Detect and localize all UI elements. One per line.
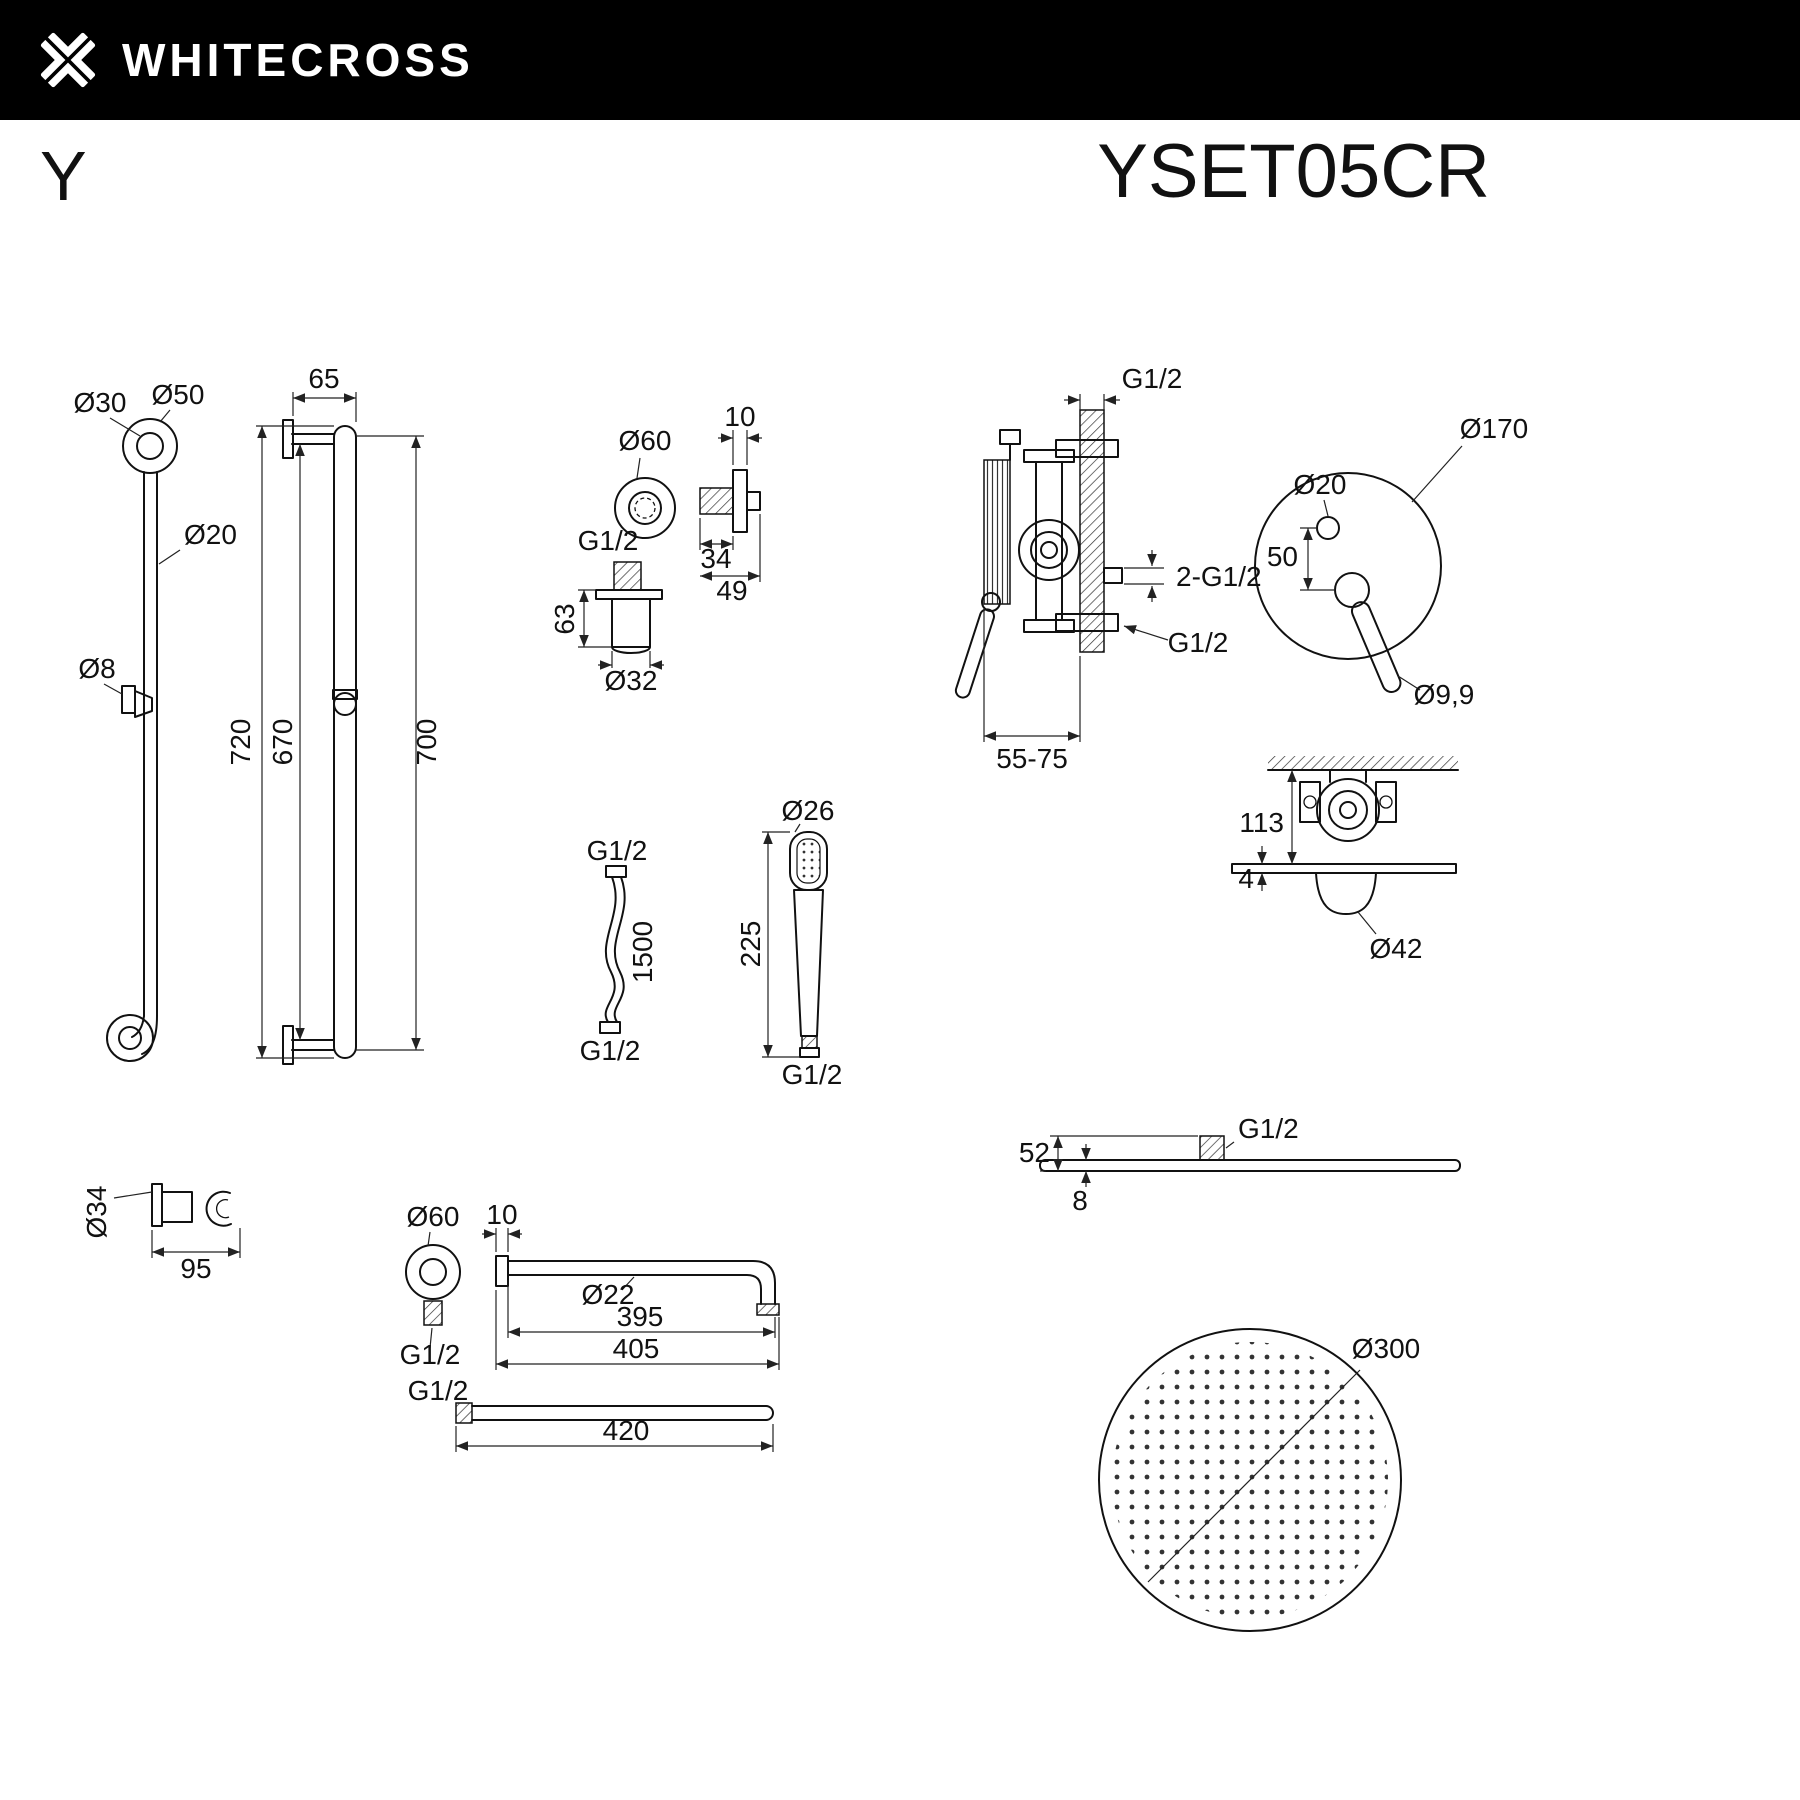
dim-bracket-d34: Ø34 (81, 1186, 112, 1239)
dim-mixer-g12-top: G1/2 (1122, 363, 1183, 394)
dim-handshower-d26: Ø26 (782, 795, 835, 826)
drawing-head-face: Ø300 (1098, 1328, 1421, 1632)
series-code: Y (40, 137, 87, 215)
dim-arm-l405: 405 (613, 1333, 660, 1364)
dim-headside-h52: 52 (1019, 1137, 1050, 1168)
brand-logo: WHITECROSS (32, 24, 474, 96)
dim-elbow-w34: 34 (700, 543, 731, 574)
dim-rail-h700: 700 (411, 719, 442, 766)
dim-elbow-t10: 10 (724, 401, 755, 432)
dim-rail-h670: 670 (267, 719, 298, 766)
dim-hose-g12-top: G1/2 (587, 835, 648, 866)
drawing-hose: G1/2 1500 G1/2 (580, 835, 658, 1066)
dim-handshower-g12: G1/2 (782, 1059, 843, 1090)
dim-elbow-h63: 63 (549, 603, 580, 634)
drawing-wall-elbow: Ø60 10 34 49 G1/2 63 (549, 401, 762, 696)
drawing-hand-shower: Ø26 225 G1/2 (735, 795, 842, 1090)
dim-rail-d8: Ø8 (78, 653, 115, 684)
dim-headface-d300: Ø300 (1352, 1333, 1421, 1364)
drawing-shower-arm: Ø60 G1/2 10 Ø22 395 405 (400, 1199, 780, 1452)
header-bar: WHITECROSS (0, 0, 1800, 120)
dim-arm-g12-straight: G1/2 (408, 1375, 469, 1406)
dim-arm-d60: Ø60 (407, 1201, 460, 1232)
dim-arm-l395: 395 (617, 1301, 664, 1332)
drawing-rail-side: 65 720 670 700 (225, 363, 442, 1065)
dim-elbow-g12: G1/2 (578, 525, 639, 556)
dim-headside-t8: 8 (1072, 1185, 1088, 1216)
dim-arm-t10: 10 (486, 1199, 517, 1230)
drawing-bracket: Ø34 95 (81, 1183, 241, 1284)
dim-mixer-g12-bot: G1/2 (1168, 627, 1229, 658)
drawing-head-side: G1/2 52 8 (1019, 1113, 1461, 1216)
dim-handshower-l225: 225 (735, 921, 766, 968)
dim-mount-h113: 113 (1239, 807, 1284, 838)
dim-rail-d30: Ø30 (74, 387, 127, 418)
dim-headside-g12: G1/2 (1238, 1113, 1299, 1144)
dim-rail-d20: Ø20 (184, 519, 237, 550)
dim-rail-h720: 720 (225, 719, 256, 766)
dim-mixerface-d20: Ø20 (1294, 469, 1347, 500)
dim-mixerface-h50: 50 (1267, 541, 1298, 572)
model-code: YSET05CR (1097, 129, 1490, 214)
dim-mixerface-d170: Ø170 (1460, 413, 1529, 444)
dim-elbow-w49: 49 (716, 575, 747, 606)
dim-elbow-d60: Ø60 (619, 425, 672, 456)
dim-arm-d22: Ø22 (582, 1279, 635, 1310)
drawing-mixer-face: Ø170 Ø20 50 Ø9,9 (1254, 413, 1529, 710)
drawing-rail-front: Ø30 Ø50 Ø20 Ø8 (74, 379, 237, 1062)
dim-elbow-d32: Ø32 (605, 665, 658, 696)
technical-drawing: Ø30 Ø50 Ø20 Ø8 65 (74, 363, 1529, 1632)
dim-hose-g12-bot: G1/2 (580, 1035, 641, 1066)
dim-mount-t4: 4 (1238, 863, 1254, 894)
dim-mount-d42: Ø42 (1370, 933, 1423, 964)
drawing-mixer-side: G1/2 2-G1/2 G1/2 55-75 (954, 363, 1262, 774)
dim-rail-d50: Ø50 (152, 379, 205, 410)
dim-mixer-depth: 55-75 (996, 743, 1068, 774)
whitecross-logo-icon (40, 32, 96, 88)
dim-hose-l1500: 1500 (627, 921, 658, 983)
dim-mixer-2g12: 2-G1/2 (1176, 561, 1262, 592)
brand-name: WHITECROSS (122, 34, 474, 86)
dim-bracket-w95: 95 (180, 1253, 211, 1284)
dim-mixerface-d99: Ø9,9 (1414, 679, 1475, 710)
drawing-mixer-mount: 113 4 Ø42 (1231, 756, 1459, 964)
dim-rail-w65: 65 (308, 363, 339, 394)
dim-arm-g12-flange: G1/2 (400, 1339, 461, 1370)
dim-arm-l420: 420 (603, 1415, 650, 1446)
